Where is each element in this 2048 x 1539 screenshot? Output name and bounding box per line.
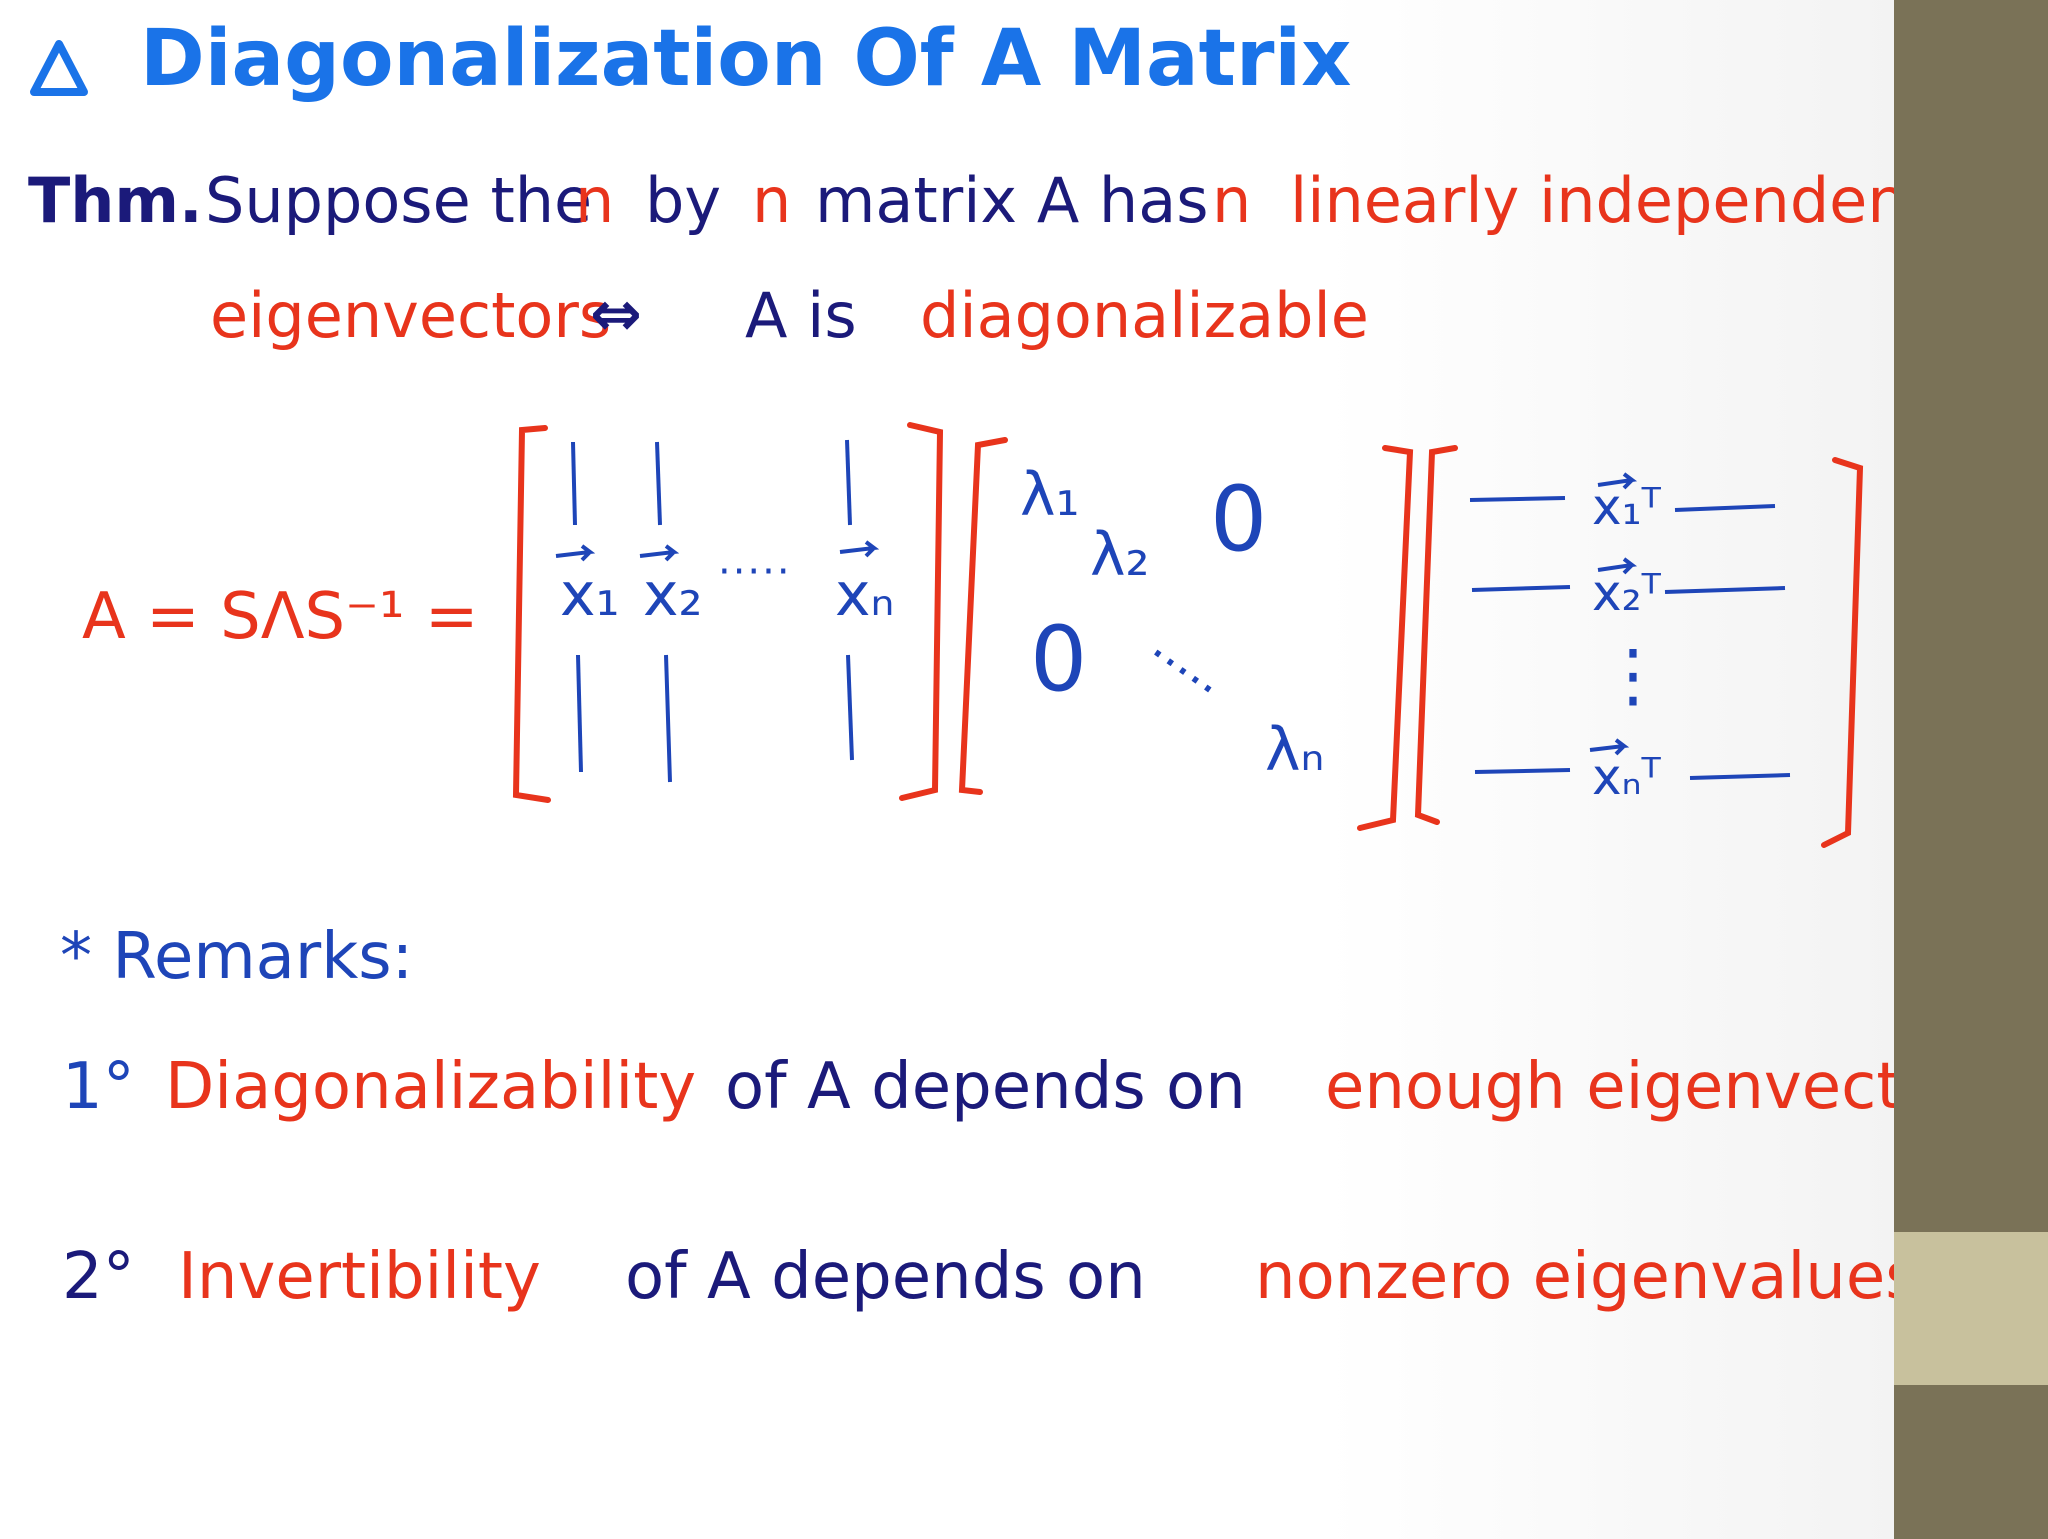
theorem-n3: n [1212,164,1252,237]
theorem-n2: n [752,164,792,237]
theorem-linearly-independent: linearly independent [1290,164,1931,237]
zero-upper: 0 [1210,467,1268,572]
remark-1-mid: of A depends on [725,1050,1246,1124]
remark-2-mid: of A depends on [625,1240,1146,1314]
remark-1-tail: enough eigenvectors [1325,1050,2001,1124]
s-col-2: x₂ [643,560,703,630]
s-col-dots: ····· [718,549,792,595]
theorem-a-is: A is [745,279,857,352]
theorem-by: by [645,164,722,237]
s-col-1: x₁ [560,560,620,630]
theorem-eigenvectors: eigenvectors [210,279,612,352]
decorative-sidebar [1894,0,2048,1539]
sidebar-band-bottom [1894,1385,2048,1539]
theorem-iff-symbol: ⇔ [590,277,642,350]
sidebar-band-top [1894,0,2048,1232]
remark-1-number: 1° [62,1050,135,1124]
remark-2-tail: nonzero eigenvalues [1255,1240,1919,1314]
theorem-n1: n [575,164,615,237]
lambda-1: λ₁ [1020,460,1080,530]
matrix-drawing [512,422,1864,848]
page-title: Diagonalization Of A Matrix [140,14,1352,104]
s-inv-row-n: xₙᵀ [1592,748,1661,806]
theorem-diagonalizable: diagonalizable [920,279,1369,352]
lambda-n: λₙ [1265,715,1325,785]
sidebar-band-middle [1894,1232,2048,1385]
s-inv-row-2: x₂ᵀ [1592,564,1661,622]
slide-canvas: Diagonalization Of A Matrix Thm. Suppose… [0,0,2000,1539]
triangle-icon [30,40,88,96]
s-inv-row-1: x₁ᵀ [1592,478,1661,536]
theorem-suppose: Suppose the [205,164,593,237]
s-inv-dots: ⋮ [1598,634,1668,716]
remark-1-key: Diagonalizability [165,1050,697,1124]
equation-lhs: A = SΛS⁻¹ = [82,580,479,654]
lambda-2: λ₂ [1090,520,1150,590]
s-col-n: xₙ [835,560,895,630]
remarks-heading: * Remarks: [60,920,414,994]
theorem-label: Thm. [28,164,203,237]
remark-2-number: 2° [62,1240,135,1314]
zero-lower: 0 [1030,607,1088,712]
remark-2-key: Invertibility [178,1240,541,1314]
theorem-matrix-has: matrix A has [815,164,1209,237]
